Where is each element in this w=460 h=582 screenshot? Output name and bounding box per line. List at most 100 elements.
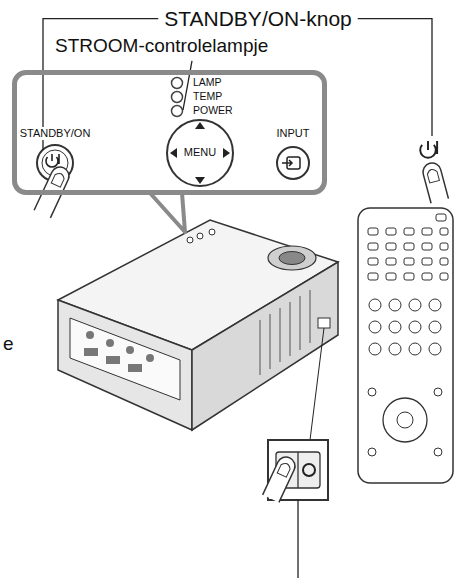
vent <box>260 320 261 375</box>
vent <box>300 296 301 350</box>
remote-button <box>409 299 421 311</box>
remote-button <box>389 321 401 333</box>
port <box>84 348 98 356</box>
leader-line <box>297 500 298 578</box>
top-button <box>197 233 203 239</box>
finger <box>263 454 298 502</box>
arrow-symbol <box>170 148 177 158</box>
remote-button <box>409 343 421 355</box>
fingernail <box>51 172 65 188</box>
vent <box>310 290 311 343</box>
port <box>86 331 94 339</box>
remote-button <box>404 228 414 235</box>
panel-ground <box>15 73 324 192</box>
lens-glass <box>279 252 305 265</box>
vent <box>280 308 281 362</box>
remote-button <box>429 299 441 311</box>
power-switch <box>318 318 330 328</box>
remote-button <box>404 258 414 265</box>
callout-label: STROOM-controlelampje <box>55 35 268 58</box>
remote-button <box>440 273 448 280</box>
vent <box>270 314 271 369</box>
indicator-lamp <box>172 78 183 89</box>
arrow-symbol <box>195 177 205 184</box>
remote-button <box>386 273 396 280</box>
remote-button <box>440 243 448 250</box>
input-button <box>277 147 309 179</box>
remote-button <box>369 343 381 355</box>
port <box>146 354 154 362</box>
remote-button <box>369 321 381 333</box>
remote-button <box>440 228 448 235</box>
switch-symbol <box>303 464 315 476</box>
arrow-symbol <box>223 148 230 158</box>
menu-pad: MENU <box>166 119 234 187</box>
rocker <box>297 452 298 488</box>
remote-button <box>368 228 378 235</box>
remote-button <box>422 243 432 250</box>
port <box>126 346 134 354</box>
port <box>106 356 120 364</box>
remote-button <box>422 273 432 280</box>
control-panel: LAMPTEMPPOWER STANDBY/ON INPUT MENU <box>12 70 327 195</box>
remote-dpad <box>383 398 427 442</box>
remote-button <box>386 243 396 250</box>
text-fragment: e <box>3 333 14 356</box>
finger <box>421 161 448 203</box>
remote-button <box>429 343 441 355</box>
lens <box>268 246 316 270</box>
remote-button <box>422 228 432 235</box>
leader-line <box>310 328 324 440</box>
remote-button <box>434 388 442 396</box>
indicator-label: TEMP <box>193 90 222 103</box>
vent <box>290 302 291 356</box>
power-symbol <box>420 141 437 158</box>
remote-button <box>440 258 448 265</box>
button-label: INPUT <box>277 127 310 140</box>
remote-button <box>436 214 446 221</box>
remote-button <box>404 273 414 280</box>
remote-button <box>434 448 442 456</box>
remote-button <box>409 321 421 333</box>
remote-button <box>368 258 378 265</box>
port <box>128 364 142 372</box>
fingernail <box>427 168 440 183</box>
leader-line <box>183 61 192 110</box>
remote-button <box>404 243 414 250</box>
remote-button <box>386 258 396 265</box>
remote-button <box>369 299 381 311</box>
power-symbol <box>420 141 437 158</box>
projector-front <box>192 262 338 430</box>
remote-button <box>386 228 396 235</box>
indicator-label: LAMP <box>193 76 222 89</box>
projector-side <box>58 300 192 430</box>
remote-dpad <box>397 412 413 428</box>
indicator-lamp <box>172 106 183 117</box>
input-symbol <box>282 160 292 166</box>
power-symbol <box>46 154 59 167</box>
remote-button <box>389 299 401 311</box>
remote-button <box>422 258 432 265</box>
indicator-lamp <box>172 92 183 103</box>
remote-button <box>389 343 401 355</box>
arrow-symbol <box>195 122 205 129</box>
remote-control <box>358 208 453 483</box>
remote-button <box>429 321 441 333</box>
finger <box>263 454 298 502</box>
button-label: STANDBY/ON <box>19 127 92 140</box>
leader-line <box>358 19 432 136</box>
power-symbol <box>46 154 59 167</box>
callout-label: STANDBY/ON-knop <box>164 6 352 31</box>
remote-button <box>368 448 376 456</box>
remote-button <box>368 273 378 280</box>
connector-panel <box>70 318 180 400</box>
top-button <box>187 237 193 243</box>
top-button <box>209 229 215 235</box>
button-label: MENU <box>184 146 216 159</box>
fingernail <box>277 462 291 478</box>
port <box>106 339 114 347</box>
indicator-label: POWER <box>193 104 233 117</box>
